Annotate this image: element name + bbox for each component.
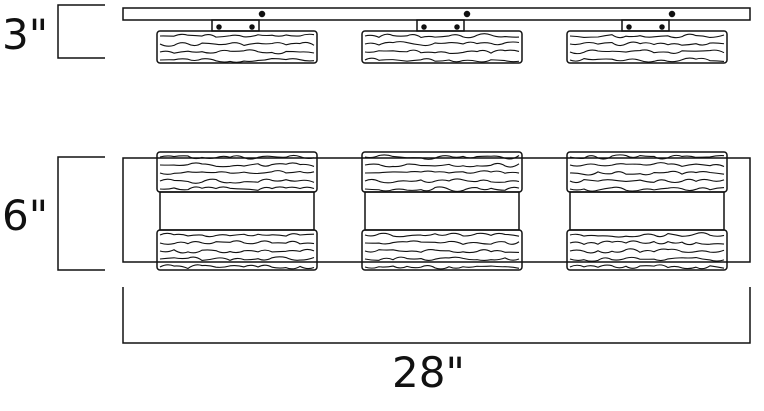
glass-texture bbox=[159, 162, 315, 168]
glass-texture bbox=[159, 186, 315, 191]
glass-texture bbox=[569, 232, 725, 238]
light-body bbox=[159, 191, 315, 231]
width-label: 28" bbox=[392, 348, 465, 397]
depth-dimension-bracket bbox=[57, 4, 105, 59]
glass-texture bbox=[569, 57, 725, 63]
screw-icon bbox=[463, 10, 471, 18]
glass-texture bbox=[364, 154, 520, 160]
glass-texture bbox=[364, 178, 520, 184]
glass-shade bbox=[361, 30, 523, 64]
screw-icon bbox=[258, 10, 266, 18]
glass-texture bbox=[159, 58, 315, 63]
screw-icon bbox=[454, 24, 460, 30]
height-dimension-bracket bbox=[57, 156, 105, 271]
glass-texture bbox=[569, 186, 725, 192]
glass-texture bbox=[159, 232, 315, 238]
glass-texture bbox=[159, 154, 315, 160]
screw-icon bbox=[249, 24, 255, 30]
height-label: 6" bbox=[2, 191, 49, 240]
dimension-lines bbox=[57, 4, 751, 344]
glass-texture bbox=[159, 248, 315, 254]
glass-texture bbox=[159, 33, 315, 38]
glass-texture bbox=[569, 162, 725, 167]
glass-texture bbox=[569, 41, 725, 47]
glass-shade bbox=[566, 30, 728, 64]
glass-texture bbox=[569, 256, 725, 262]
glass-texture bbox=[364, 240, 520, 245]
glass-shade bbox=[566, 229, 728, 271]
screw-icon bbox=[216, 24, 222, 30]
glass-texture bbox=[569, 264, 725, 270]
screw-icon bbox=[626, 24, 632, 30]
glass-texture bbox=[364, 186, 520, 192]
glass-texture bbox=[569, 154, 725, 160]
glass-texture bbox=[364, 265, 520, 270]
glass-texture bbox=[569, 49, 725, 55]
glass-shade bbox=[566, 151, 728, 193]
top-view bbox=[122, 7, 751, 64]
glass-texture bbox=[569, 240, 725, 246]
glass-shade bbox=[361, 229, 523, 271]
depth-label: 3" bbox=[2, 10, 49, 59]
width-dimension-bracket bbox=[122, 287, 751, 344]
glass-texture bbox=[364, 49, 520, 54]
glass-texture bbox=[364, 33, 520, 39]
glass-texture bbox=[364, 41, 520, 47]
glass-texture bbox=[159, 49, 315, 55]
glass-texture bbox=[159, 170, 315, 175]
glass-texture bbox=[364, 256, 520, 261]
glass-texture bbox=[364, 170, 520, 174]
glass-texture bbox=[569, 170, 725, 176]
front-view bbox=[122, 151, 751, 271]
mounting-bar bbox=[122, 7, 751, 21]
glass-shade bbox=[156, 30, 318, 64]
glass-texture bbox=[159, 240, 315, 245]
glass-shade bbox=[156, 229, 318, 271]
glass-texture bbox=[364, 232, 520, 238]
glass-texture bbox=[569, 33, 725, 39]
screw-icon bbox=[421, 24, 427, 30]
glass-texture bbox=[159, 41, 315, 47]
screw-icon bbox=[659, 24, 665, 30]
light-body bbox=[364, 191, 520, 231]
glass-texture bbox=[159, 256, 315, 261]
glass-texture bbox=[569, 178, 725, 184]
glass-texture bbox=[159, 264, 315, 270]
glass-texture bbox=[364, 57, 520, 63]
glass-texture bbox=[569, 248, 725, 254]
light-body bbox=[569, 191, 725, 231]
glass-shade bbox=[156, 151, 318, 193]
glass-shade bbox=[361, 151, 523, 193]
glass-texture bbox=[364, 249, 520, 254]
screw-icon bbox=[668, 10, 676, 18]
glass-texture bbox=[364, 162, 520, 168]
glass-texture bbox=[159, 178, 315, 184]
